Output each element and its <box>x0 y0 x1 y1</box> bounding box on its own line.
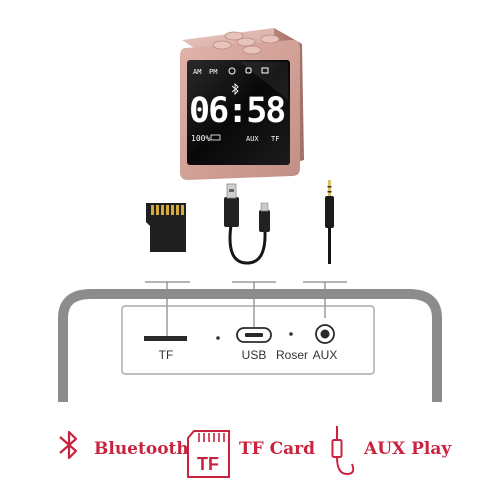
top-button[interactable] <box>242 45 262 55</box>
top-button[interactable] <box>212 40 232 50</box>
usb-cable <box>224 183 270 265</box>
speaker-back-panel: TF USB Roser AUX <box>58 289 442 402</box>
alarm-icon <box>228 67 236 75</box>
lcd-screen <box>187 60 290 165</box>
feature-bluetooth: Bluetooth <box>59 430 189 460</box>
battery-icon <box>210 134 221 141</box>
bell-icon <box>245 67 252 74</box>
speaker-top-buttons <box>212 31 280 55</box>
back-outer-outline <box>58 289 442 402</box>
reset-hole[interactable] <box>289 332 293 336</box>
reset-port-label: Roser <box>276 348 308 362</box>
lcd-bluetooth-icon <box>231 82 239 96</box>
top-button[interactable] <box>260 34 280 44</box>
tf-card-slot[interactable] <box>144 336 187 341</box>
aux-jack[interactable] <box>315 324 335 344</box>
port-panel <box>121 305 375 375</box>
bluetooth-icon <box>59 430 78 460</box>
top-button[interactable] <box>224 31 244 41</box>
aux-plug-icon <box>331 426 355 476</box>
speaker-cube: AM PM 06:58 100% AUX TF <box>180 28 304 180</box>
tf-port-label: TF <box>159 348 174 362</box>
lcd-aux: AUX <box>246 135 259 143</box>
aux-play-label: AUX Play <box>363 439 452 459</box>
tf-card-label: TF Card <box>239 439 315 459</box>
tf-card-badge: TF <box>197 454 219 474</box>
aux-port-label: AUX <box>313 348 338 362</box>
tf-card-icon: TF <box>187 430 230 478</box>
aux-cable <box>325 180 334 264</box>
bluetooth-label: Bluetooth <box>94 439 189 459</box>
led-indicator <box>216 336 220 340</box>
usb-port-label: USB <box>242 348 267 362</box>
usb-port[interactable] <box>236 327 272 343</box>
lcd-time: 06:58 <box>189 91 284 131</box>
top-button[interactable] <box>236 37 256 47</box>
lcd-pm-label: PM <box>209 68 217 76</box>
micro-sd-card <box>146 203 186 252</box>
lcd-battery: 100% <box>191 134 210 143</box>
feature-tf-card: TF TF Card <box>187 430 315 478</box>
calendar-icon <box>261 67 269 74</box>
feature-aux-play: AUX Play <box>331 426 452 476</box>
lcd-am-label: AM <box>193 68 201 76</box>
lcd-tf: TF <box>271 135 279 143</box>
lcd-reflection <box>240 62 288 100</box>
